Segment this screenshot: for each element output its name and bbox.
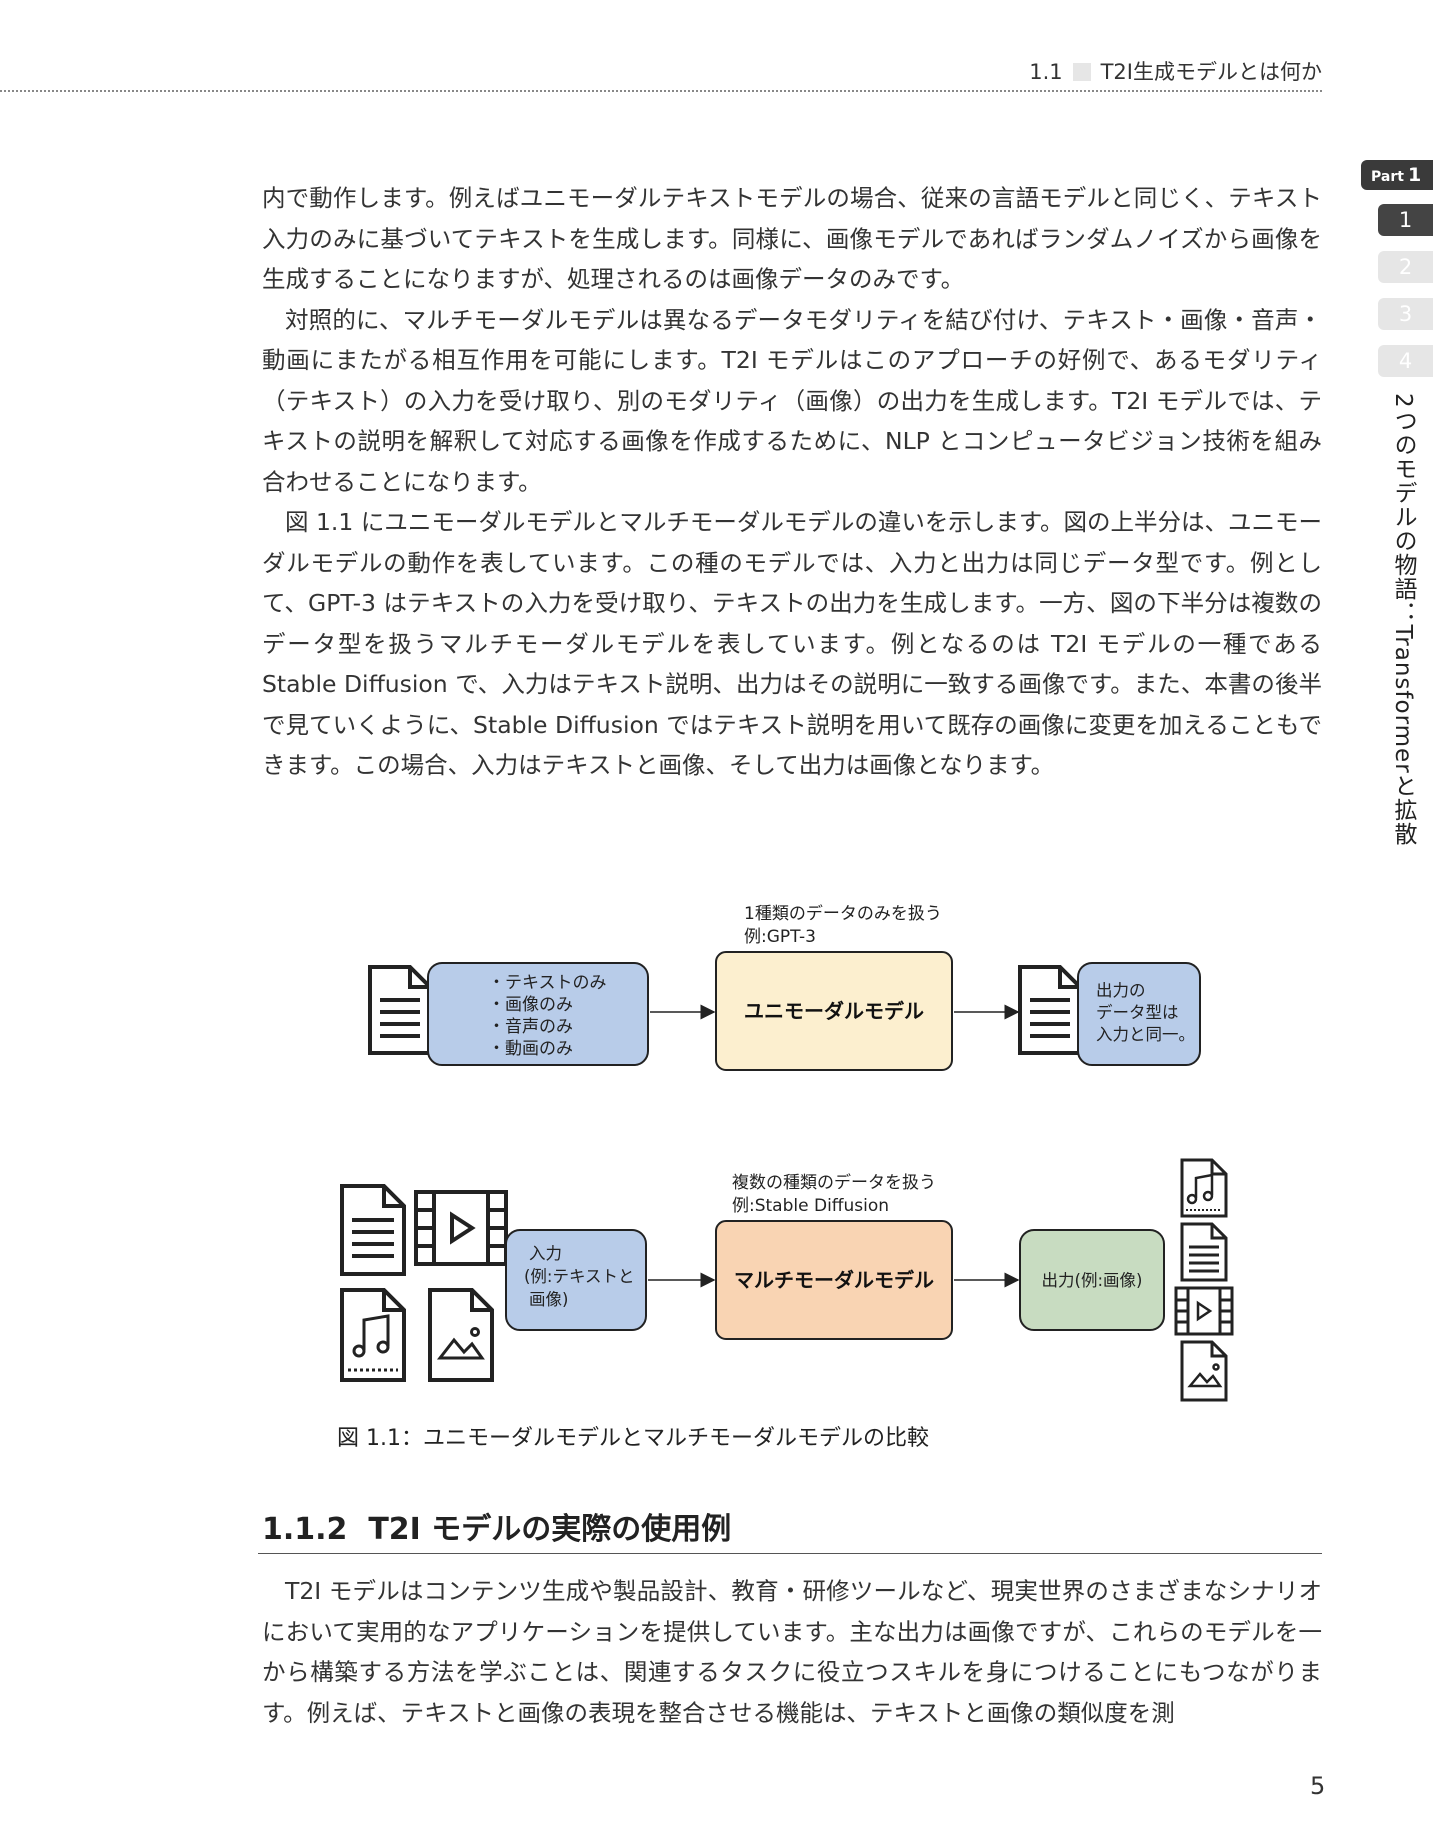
part-label: Part <box>1371 169 1404 185</box>
figure-1-1: 1種類のデータのみを扱う 例:GPT-3 ・テキストのみ ・画像のみ ・音声のみ… <box>340 903 1234 1402</box>
section-title: T2I モデルの実際の使用例 <box>368 1512 732 1547</box>
document-icon <box>340 1184 406 1276</box>
unimodal-model-label: ユニモーダルモデル <box>744 999 924 1023</box>
top-output-line2: データ型は <box>1096 1002 1179 1022</box>
page-number: 5 <box>1310 1772 1326 1800</box>
bottom-output-box <box>1019 1229 1165 1331</box>
multimodal-model-box <box>715 1220 953 1340</box>
video-file-icon <box>414 1190 508 1266</box>
bottom-input-line1: 入力 <box>529 1244 562 1263</box>
bottom-input-box <box>505 1229 647 1331</box>
section-number: 1.1.2 <box>262 1512 348 1547</box>
music-file-icon <box>340 1288 406 1382</box>
document-icon <box>1180 1222 1228 1282</box>
bottom-input-line2: (例:テキストと <box>524 1267 635 1286</box>
top-output-box <box>1077 962 1201 1066</box>
top-input-item-1: ・テキストのみ <box>488 973 607 993</box>
music-file-icon <box>1180 1158 1228 1218</box>
paragraph-3: 図 1.1 にユニモーダルモデルとマルチモーダルモデルの違いを示します。図の上半… <box>262 508 1322 779</box>
chapter-tab-4: 4 <box>1378 345 1433 377</box>
top-input-item-3: ・音声のみ <box>488 1017 573 1037</box>
top-output-line1: 出力の <box>1096 981 1146 1000</box>
bottom-note-line2: 例:Stable Diffusion <box>732 1196 889 1216</box>
section-paragraph: T2I モデルはコンテンツ生成や製品設計、教育・研修ツールなど、現実世界のさまざ… <box>262 1577 1322 1727</box>
output-document-icon <box>1018 965 1082 1055</box>
header-section-title: T2I生成モデルとは何か <box>1100 60 1322 84</box>
chapter-tab-2: 2 <box>1378 251 1433 283</box>
image-file-icon <box>428 1288 494 1382</box>
bottom-output-label: 出力(例:画像) <box>1042 1271 1143 1290</box>
top-input-item-4: ・動画のみ <box>488 1039 573 1059</box>
multimodal-model-label: マルチモーダルモデル <box>734 1268 934 1292</box>
unimodal-model-box <box>715 951 953 1071</box>
body-text: 内で動作します。例えばユニモーダルテキストモデルの場合、従来の言語モデルと同じく… <box>262 178 1322 786</box>
section-rule <box>258 1553 1322 1554</box>
chapter-tab-1: 1 <box>1378 204 1433 236</box>
header-text: 1.1 T2I生成モデルとは何か <box>1029 56 1322 86</box>
figure-caption: 図 1.1：ユニモーダルモデルとマルチモーダルモデルの比較 <box>337 1426 929 1451</box>
paragraph-1: 内で動作します。例えばユニモーダルテキストモデルの場合、従来の言語モデルと同じく… <box>262 184 1322 293</box>
image-file-icon <box>1180 1340 1228 1402</box>
running-header: 1.1 T2I生成モデルとは何か <box>0 52 1322 92</box>
document-icon <box>368 965 432 1055</box>
top-note-line2: 例:GPT-3 <box>744 927 816 947</box>
bottom-input-line3: 画像) <box>529 1290 568 1309</box>
section-body-text: T2I モデルはコンテンツ生成や製品設計、教育・研修ツールなど、現実世界のさまざ… <box>262 1571 1322 1733</box>
part-number: 1 <box>1407 164 1422 186</box>
bottom-note-line1: 複数の種類のデータを扱う <box>732 1172 936 1193</box>
top-input-box <box>427 962 649 1066</box>
top-output-line3: 入力と同一。 <box>1096 1025 1195 1044</box>
header-square-icon <box>1072 63 1091 81</box>
header-section-num: 1.1 <box>1029 60 1063 84</box>
top-note-line1: 1種類のデータのみを扱う <box>744 903 942 924</box>
paragraph-2: 対照的に、マルチモーダルモデルは異なるデータモダリティを結び付け、テキスト・画像… <box>262 305 1322 496</box>
header-dotted-rule <box>0 90 1322 92</box>
chapter-tab-3: 3 <box>1378 298 1433 330</box>
video-file-icon <box>1174 1286 1234 1336</box>
chapter-vertical-title: 2つのモデルの物語：Transformerと拡散 <box>1390 393 1416 846</box>
section-heading: 1.1.2 T2I モデルの実際の使用例 <box>262 1504 731 1548</box>
top-input-item-2: ・画像のみ <box>488 995 573 1015</box>
